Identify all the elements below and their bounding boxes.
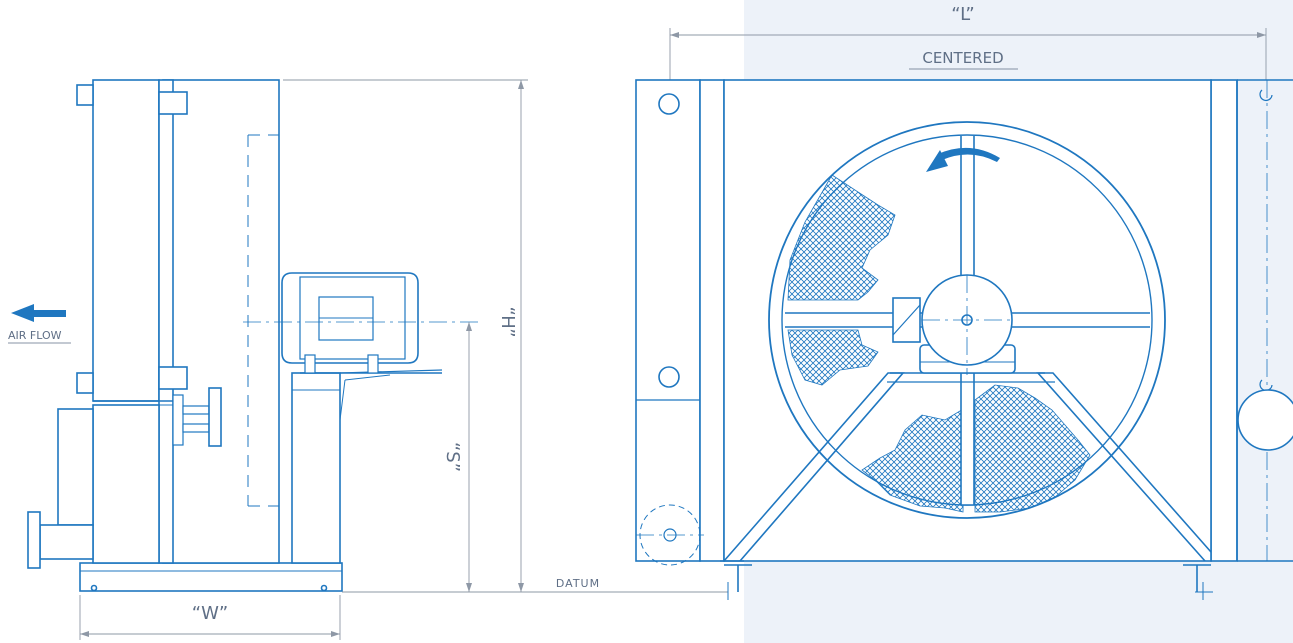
left-header	[635, 79, 701, 562]
fan-plenum	[162, 79, 280, 564]
curved-arrow-icon	[926, 147, 1000, 172]
outlet-pipe	[39, 524, 94, 560]
left-arrow-icon	[11, 304, 66, 322]
motor-stand	[291, 372, 341, 564]
left-nozzle-bottom	[658, 366, 680, 388]
right-header	[1236, 79, 1293, 562]
airflow-label: AIR FLOW	[8, 329, 62, 342]
length-label: “L”	[951, 4, 974, 25]
shaft-height-dimension	[466, 322, 472, 592]
left-nozzle-top	[658, 93, 680, 115]
side-header	[92, 79, 160, 402]
side-lug-bottom	[76, 372, 94, 394]
width-label: “W”	[192, 603, 228, 624]
side-bracket-top	[158, 91, 188, 115]
left-side-frame	[699, 79, 725, 562]
shaft-height-label: “S”	[442, 442, 463, 472]
fan-screen-mesh	[787, 174, 1091, 513]
fan-spokes	[785, 136, 1150, 506]
side-view	[27, 79, 443, 592]
side-bracket-bottom	[158, 366, 188, 390]
centered-label: CENTERED	[922, 49, 1003, 67]
fan-outline-dashed	[247, 127, 280, 515]
side-lower-frame	[92, 404, 160, 564]
side-base-rail	[79, 562, 343, 592]
right-nozzle	[1237, 389, 1293, 451]
bearing-block	[208, 387, 222, 447]
datum-label: DATUM	[556, 577, 600, 590]
height-label: “H”	[497, 306, 518, 337]
length-dimension	[669, 28, 1267, 80]
right-side-frame	[1210, 79, 1238, 562]
outlet-flange	[27, 511, 41, 569]
outlet-nozzle-box	[57, 408, 94, 526]
side-core	[158, 79, 174, 564]
height-dimension	[283, 79, 528, 592]
end-feet	[724, 564, 1211, 592]
width-dimension	[79, 595, 341, 640]
side-lug-top	[76, 84, 94, 106]
